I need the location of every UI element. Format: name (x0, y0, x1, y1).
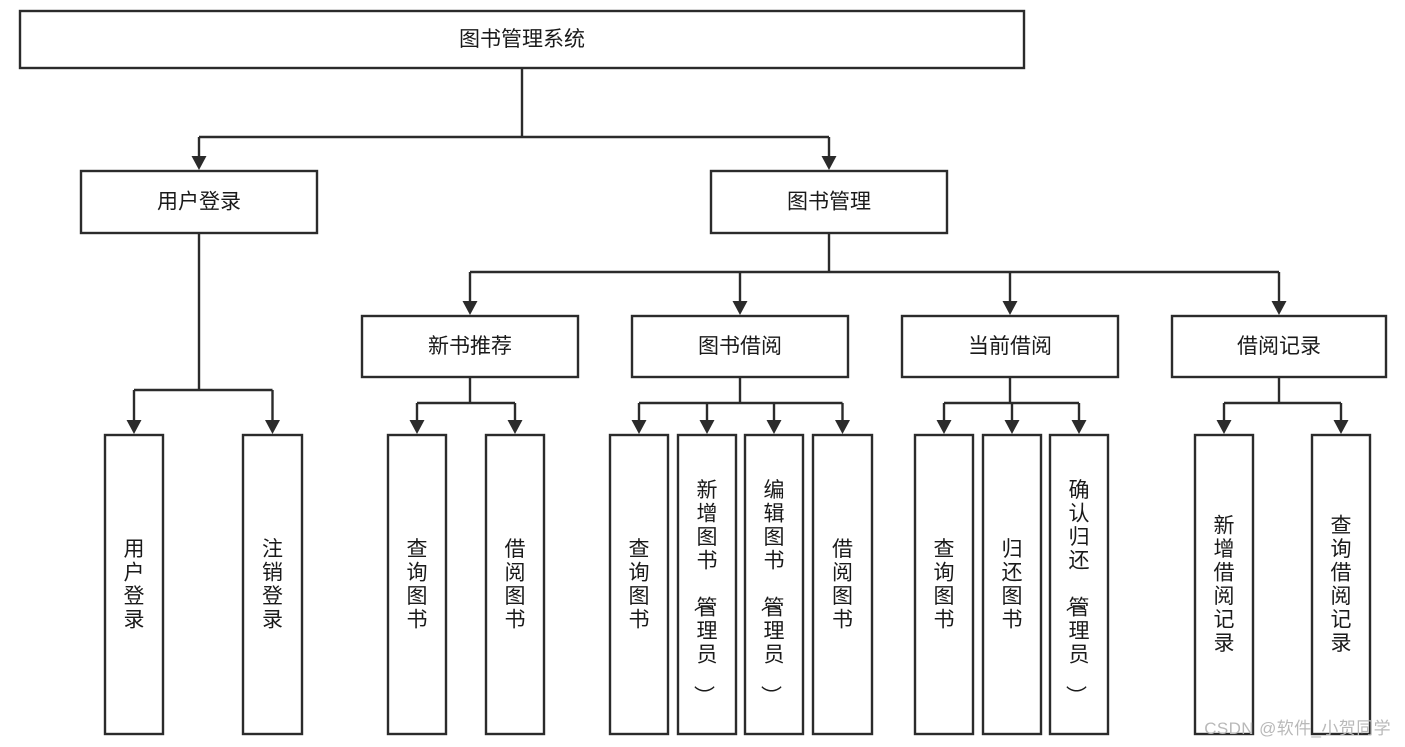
node-box (1193, 433, 1255, 736)
node-label: 用户登录 (124, 538, 145, 632)
node-leaf-bb-edit[interactable]: 编辑图书（管理员） (743, 433, 805, 736)
node-label: 注销登录 (262, 538, 283, 632)
node-box (811, 433, 874, 736)
node-l2-book-manage[interactable]: 图书管理 (709, 169, 949, 235)
node-label: 图书管理系统 (459, 28, 585, 51)
node-label: 借阅图书 (832, 538, 853, 632)
node-box (981, 433, 1043, 736)
arrow-head-icon (409, 420, 425, 434)
arrow-head-icon (1216, 420, 1232, 434)
node-label: 新书推荐 (428, 335, 512, 358)
node-box (18, 9, 1026, 70)
node-box (360, 314, 580, 379)
arrow-head-icon (835, 420, 850, 434)
arrow-head-icon (1333, 420, 1349, 434)
node-label: 用户登录 (157, 191, 241, 214)
arrow-head-icon (126, 420, 142, 434)
node-box (900, 314, 1120, 379)
arrow-head-icon (191, 156, 207, 170)
node-label: 新增图书（管理员） (692, 479, 718, 706)
node-leaf-bb-borrow[interactable]: 借阅图书 (811, 433, 874, 736)
arrow-head-icon (732, 301, 748, 315)
node-box (743, 433, 805, 736)
arrow-head-icon (631, 420, 647, 434)
arrow-head-icon (1002, 301, 1018, 315)
node-label: 编辑图书（管理员） (759, 479, 785, 706)
node-l3-current-borrow[interactable]: 当前借阅 (900, 314, 1120, 379)
node-label: 查询图书 (934, 538, 955, 632)
node-box (1048, 433, 1110, 736)
node-box (630, 314, 850, 379)
node-box (913, 433, 975, 736)
csdn-watermark: CSDN @软件_小贺同学 (1204, 719, 1391, 738)
arrow-head-icon (462, 301, 478, 315)
node-label: 查询图书 (629, 538, 650, 632)
node-l3-new-book[interactable]: 新书推荐 (360, 314, 580, 379)
node-box (241, 433, 304, 736)
node-box (709, 169, 949, 235)
arrow-head-icon (1271, 301, 1287, 315)
arrow-head-icon (1004, 420, 1020, 434)
node-label: 图书管理 (787, 191, 871, 214)
node-label: 归还图书 (1002, 538, 1023, 632)
node-label: 当前借阅 (968, 335, 1052, 358)
node-leaf-bb-add[interactable]: 新增图书（管理员） (676, 433, 738, 736)
node-box (676, 433, 738, 736)
node-leaf-bb-query[interactable]: 查询图书 (608, 433, 670, 736)
arrow-head-icon (1071, 420, 1087, 434)
node-label: 图书借阅 (698, 335, 782, 358)
node-box (103, 433, 165, 736)
node-layer: 图书管理系统用户登录图书管理新书推荐图书借阅当前借阅借阅记录用户登录注销登录查询… (18, 9, 1388, 736)
node-l3-borrow-record[interactable]: 借阅记录 (1170, 314, 1388, 379)
node-l2-user-login[interactable]: 用户登录 (79, 169, 319, 235)
node-leaf-br-add[interactable]: 新增借阅记录 (1193, 433, 1255, 736)
node-root[interactable]: 图书管理系统 (18, 9, 1026, 70)
node-leaf-nb-query[interactable]: 查询图书 (386, 433, 448, 736)
arrow-head-icon (265, 420, 280, 434)
node-box (1170, 314, 1388, 379)
connector-layer (126, 68, 1349, 434)
node-label: 借阅图书 (505, 538, 526, 632)
node-box (79, 169, 319, 235)
node-box (1310, 433, 1372, 736)
node-leaf-nb-borrow[interactable]: 借阅图书 (484, 433, 546, 736)
node-leaf-logout[interactable]: 注销登录 (241, 433, 304, 736)
node-label: 新增借阅记录 (1214, 514, 1235, 655)
node-label: 确认归还（管理员） (1064, 479, 1090, 706)
node-box (484, 433, 546, 736)
arrow-head-icon (699, 420, 715, 434)
node-label: 查询借阅记录 (1331, 514, 1352, 655)
node-leaf-br-query[interactable]: 查询借阅记录 (1310, 433, 1372, 736)
arrow-head-icon (821, 156, 837, 170)
node-label: 查询图书 (407, 538, 428, 632)
node-leaf-cb-return[interactable]: 归还图书 (981, 433, 1043, 736)
node-box (608, 433, 670, 736)
arrow-head-icon (936, 420, 952, 434)
node-leaf-cb-confirm[interactable]: 确认归还（管理员） (1048, 433, 1110, 736)
arrow-head-icon (766, 420, 782, 434)
node-leaf-cb-query[interactable]: 查询图书 (913, 433, 975, 736)
node-box (386, 433, 448, 736)
arrow-head-icon (507, 420, 523, 434)
node-leaf-user-login[interactable]: 用户登录 (103, 433, 165, 736)
node-l3-book-borrow[interactable]: 图书借阅 (630, 314, 850, 379)
node-label: 借阅记录 (1237, 335, 1321, 358)
